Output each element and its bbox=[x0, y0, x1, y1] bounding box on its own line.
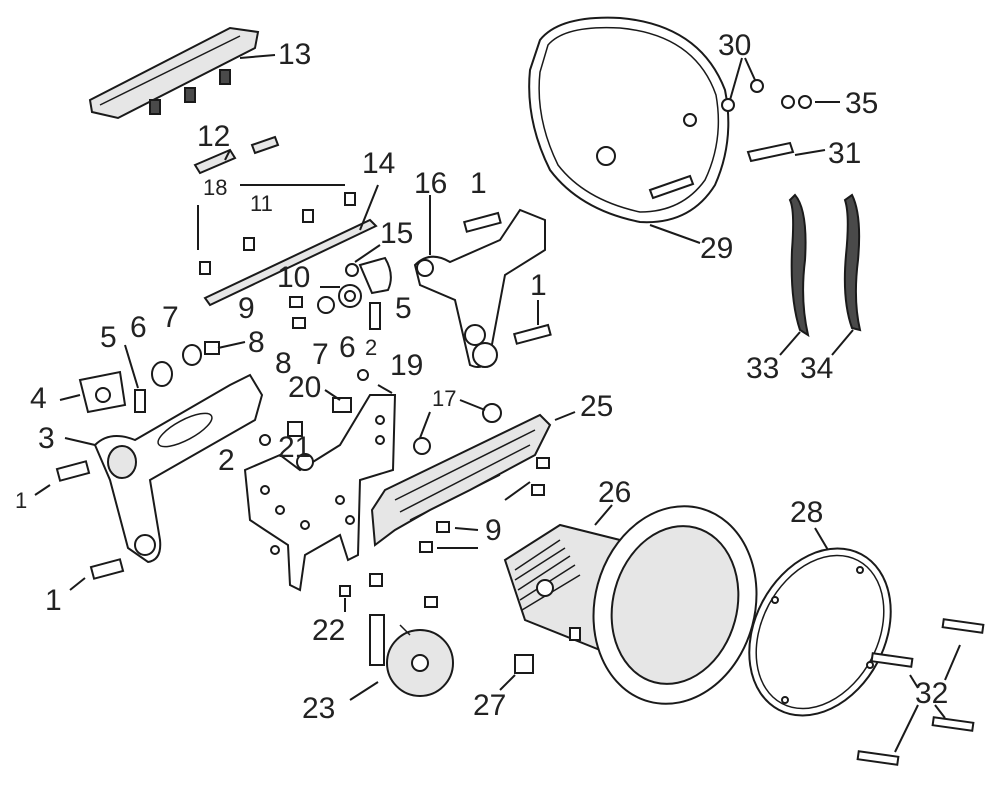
part-1-bolts bbox=[34, 211, 552, 591]
label-28: 28 bbox=[790, 496, 823, 529]
label-7-mid: 7 bbox=[312, 338, 329, 371]
part-4-bracket bbox=[59, 344, 146, 414]
label-25: 25 bbox=[580, 390, 613, 423]
part-12-plates bbox=[193, 135, 280, 175]
label-26: 26 bbox=[598, 476, 631, 509]
part-14-strip bbox=[203, 184, 379, 307]
label-1-left-lower: 1 bbox=[45, 584, 62, 617]
label-13: 13 bbox=[278, 38, 311, 71]
label-3: 3 bbox=[38, 422, 55, 455]
part-35-washers bbox=[781, 95, 840, 109]
label-16: 16 bbox=[414, 167, 447, 200]
part-17-grommets bbox=[413, 399, 502, 455]
label-9-top: 9 bbox=[238, 292, 255, 325]
washers-upper bbox=[289, 284, 381, 381]
label-17: 17 bbox=[432, 386, 456, 411]
label-10: 10 bbox=[277, 261, 310, 294]
label-23: 23 bbox=[302, 692, 335, 725]
label-11: 11 bbox=[250, 191, 273, 216]
label-9-lower: 9 bbox=[485, 514, 502, 547]
part-25-cover bbox=[370, 411, 576, 547]
part-19-plate bbox=[243, 384, 397, 592]
part-9-clips bbox=[419, 457, 550, 553]
label-34: 34 bbox=[800, 352, 833, 385]
label-12: 12 bbox=[197, 120, 230, 153]
label-35: 35 bbox=[845, 87, 878, 120]
label-18: 18 bbox=[203, 175, 227, 200]
label-29: 29 bbox=[700, 232, 733, 265]
label-7-left: 7 bbox=[162, 301, 179, 334]
label-15: 15 bbox=[380, 217, 413, 250]
label-19: 19 bbox=[390, 349, 423, 382]
label-6-mid: 6 bbox=[339, 331, 356, 364]
part-29-cover bbox=[528, 16, 730, 244]
part-22-bolts bbox=[339, 573, 438, 612]
label-8-mid: 8 bbox=[275, 347, 292, 380]
part-23-horn bbox=[349, 614, 454, 701]
label-1-right: 1 bbox=[530, 269, 547, 302]
label-4: 4 bbox=[30, 382, 47, 415]
part-15-bracket bbox=[345, 244, 392, 295]
part-30-fasteners bbox=[721, 57, 764, 112]
part-11-bolts bbox=[199, 192, 356, 275]
label-33: 33 bbox=[746, 352, 779, 385]
label-20: 20 bbox=[288, 371, 321, 404]
part-16-arm bbox=[413, 195, 546, 368]
part-3-bracket bbox=[64, 373, 264, 564]
part-26-headlight-housing bbox=[503, 504, 758, 705]
part-32-screws bbox=[856, 618, 985, 766]
label-1-left-upper: 1 bbox=[15, 488, 27, 513]
label-5-left: 5 bbox=[100, 321, 117, 354]
label-14: 14 bbox=[362, 147, 395, 180]
label-2-top: 2 bbox=[365, 335, 377, 360]
label-2-left: 2 bbox=[218, 444, 235, 477]
label-32: 32 bbox=[915, 677, 948, 710]
part-18-leader bbox=[197, 184, 345, 250]
label-31: 31 bbox=[828, 137, 861, 170]
part-28-lens bbox=[748, 527, 892, 717]
label-8-left: 8 bbox=[248, 326, 265, 359]
label-22: 22 bbox=[312, 614, 345, 647]
label-21: 21 bbox=[278, 431, 311, 464]
part-13-top-bracket bbox=[88, 26, 276, 120]
washers-left bbox=[151, 341, 246, 387]
part-27-bolt bbox=[499, 654, 534, 691]
label-6-left: 6 bbox=[130, 311, 147, 344]
part-labels: 13 12 18 14 11 15 16 1 1 10 9 5 5 6 7 8 … bbox=[15, 29, 948, 725]
parts-33-34-strips bbox=[779, 193, 862, 356]
label-27: 27 bbox=[473, 689, 506, 722]
part-20-21-hardware bbox=[259, 389, 352, 471]
label-30: 30 bbox=[718, 29, 751, 62]
part-31-strip bbox=[746, 141, 826, 163]
label-5-right: 5 bbox=[395, 292, 412, 325]
label-1-top: 1 bbox=[470, 167, 487, 200]
